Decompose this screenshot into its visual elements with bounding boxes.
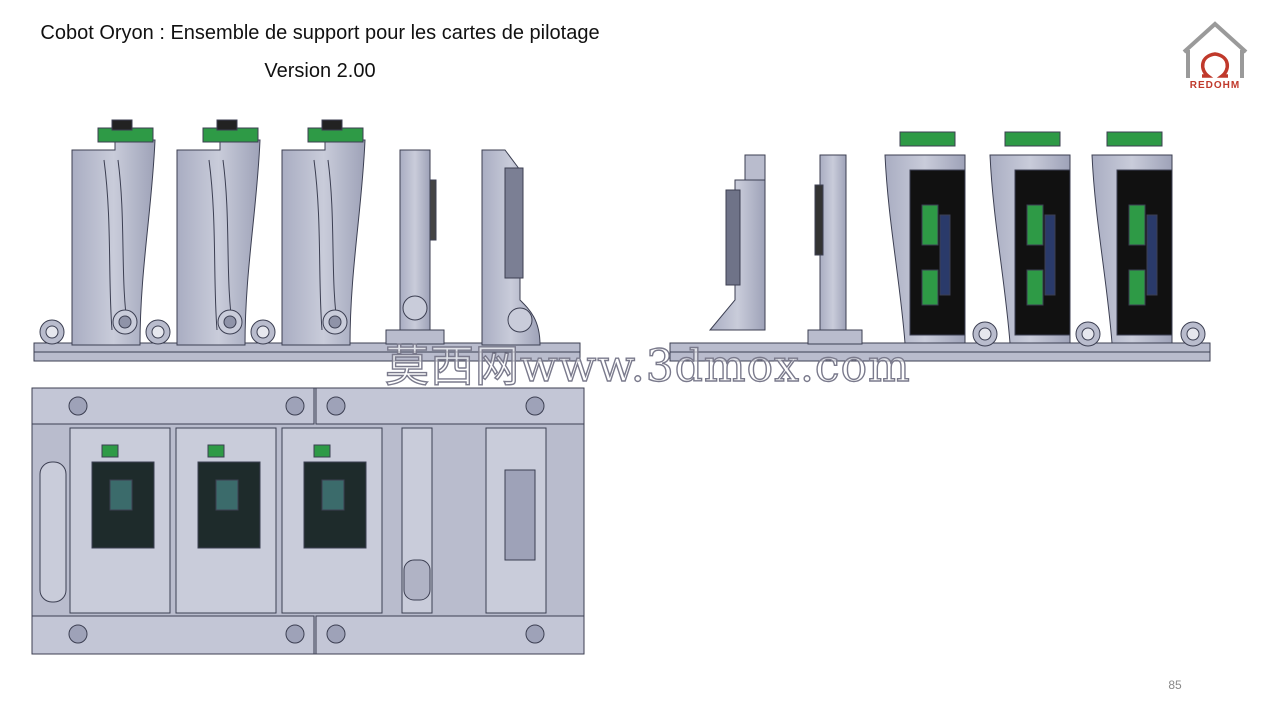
house-omega-logo-icon	[1182, 21, 1248, 78]
page-number: 85	[1168, 678, 1182, 692]
top-view-assembly	[31, 387, 585, 655]
driver-module-1	[884, 131, 966, 344]
slide-title: Cobot Oryon : Ensemble de support pour l…	[40, 22, 600, 44]
angle-bracket-top	[485, 427, 547, 614]
curved-bracket-1	[71, 119, 156, 346]
vertical-bracket	[807, 154, 863, 345]
logo-wordmark: REDOHM	[1189, 80, 1241, 91]
straight-bracket-top	[401, 427, 433, 614]
curved-single-bracket	[481, 149, 541, 346]
watermark: 莫西网www.3dmox.com	[384, 340, 911, 392]
driver-module-2	[989, 131, 1071, 344]
side-view-left	[33, 119, 581, 362]
curved-bracket-3	[281, 119, 366, 346]
pcb-module-1	[69, 427, 171, 614]
driver-module-3	[1091, 131, 1173, 344]
pcb-module-2	[175, 427, 277, 614]
straight-bracket	[385, 149, 445, 345]
pcb-module-3	[281, 427, 383, 614]
side-view-right	[669, 131, 1211, 362]
slide-subtitle: Version 2.00	[264, 60, 376, 82]
angle-bracket	[708, 154, 766, 331]
curved-bracket-2	[176, 119, 261, 346]
